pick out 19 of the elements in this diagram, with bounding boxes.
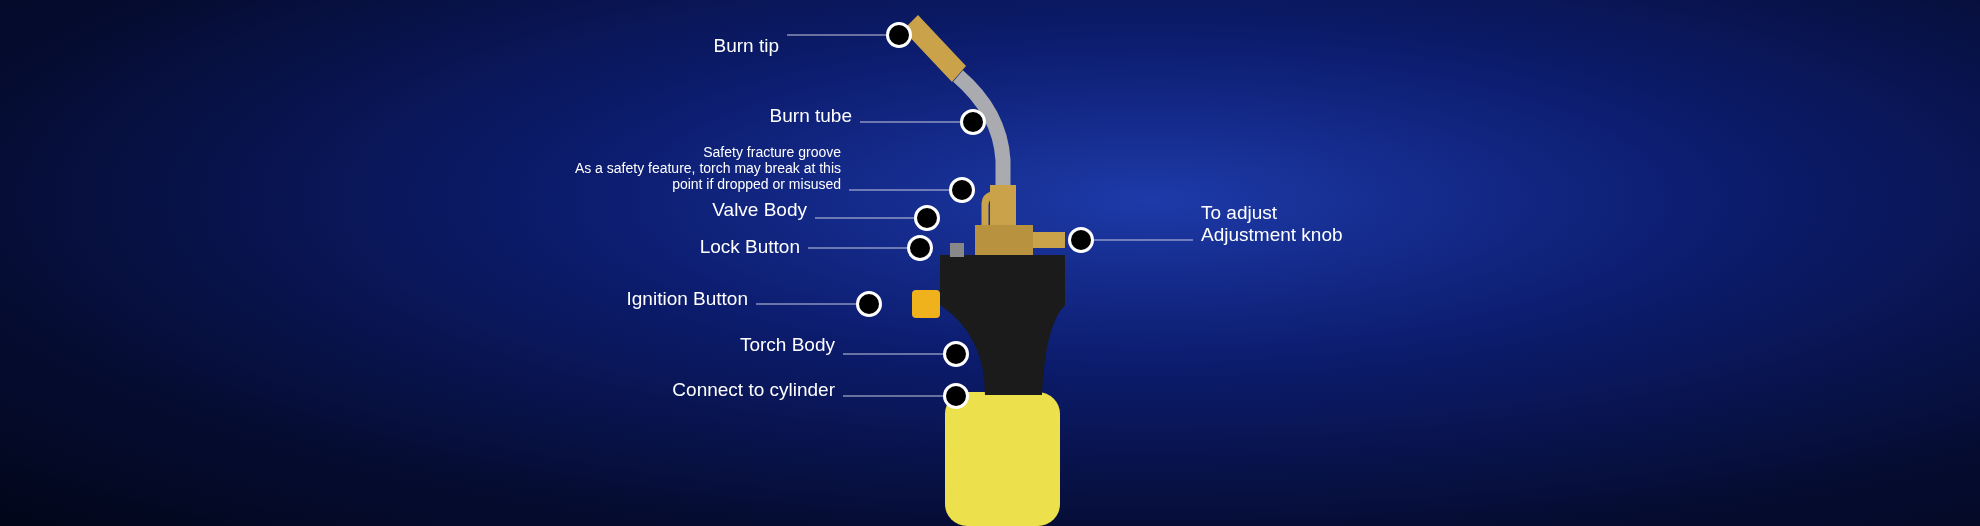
leader-line — [755, 303, 857, 305]
part-label: Burn tip — [713, 35, 787, 57]
note-text: As a safety feature, torch may break at this point if dropped or misused — [573, 160, 841, 192]
part-label: Burn tube — [769, 105, 860, 127]
part-label: To adjust Adjustment knob — [1193, 202, 1351, 246]
leader-line — [1093, 239, 1194, 241]
part-label: Torch Body — [739, 334, 843, 356]
leader-line — [842, 353, 944, 355]
part-label: Safety fracture groove — [702, 144, 841, 160]
leader-line — [807, 247, 908, 249]
leader-line — [859, 121, 961, 123]
part-label: Connect to cylinder — [672, 379, 843, 401]
part-label: Ignition Button — [626, 288, 756, 310]
leader-line — [848, 189, 950, 191]
leader-line — [786, 34, 887, 36]
part-label: Lock Button — [699, 236, 808, 258]
leader-line — [842, 395, 944, 397]
leader-line — [814, 217, 915, 219]
part-label: Valve Body — [712, 199, 815, 221]
